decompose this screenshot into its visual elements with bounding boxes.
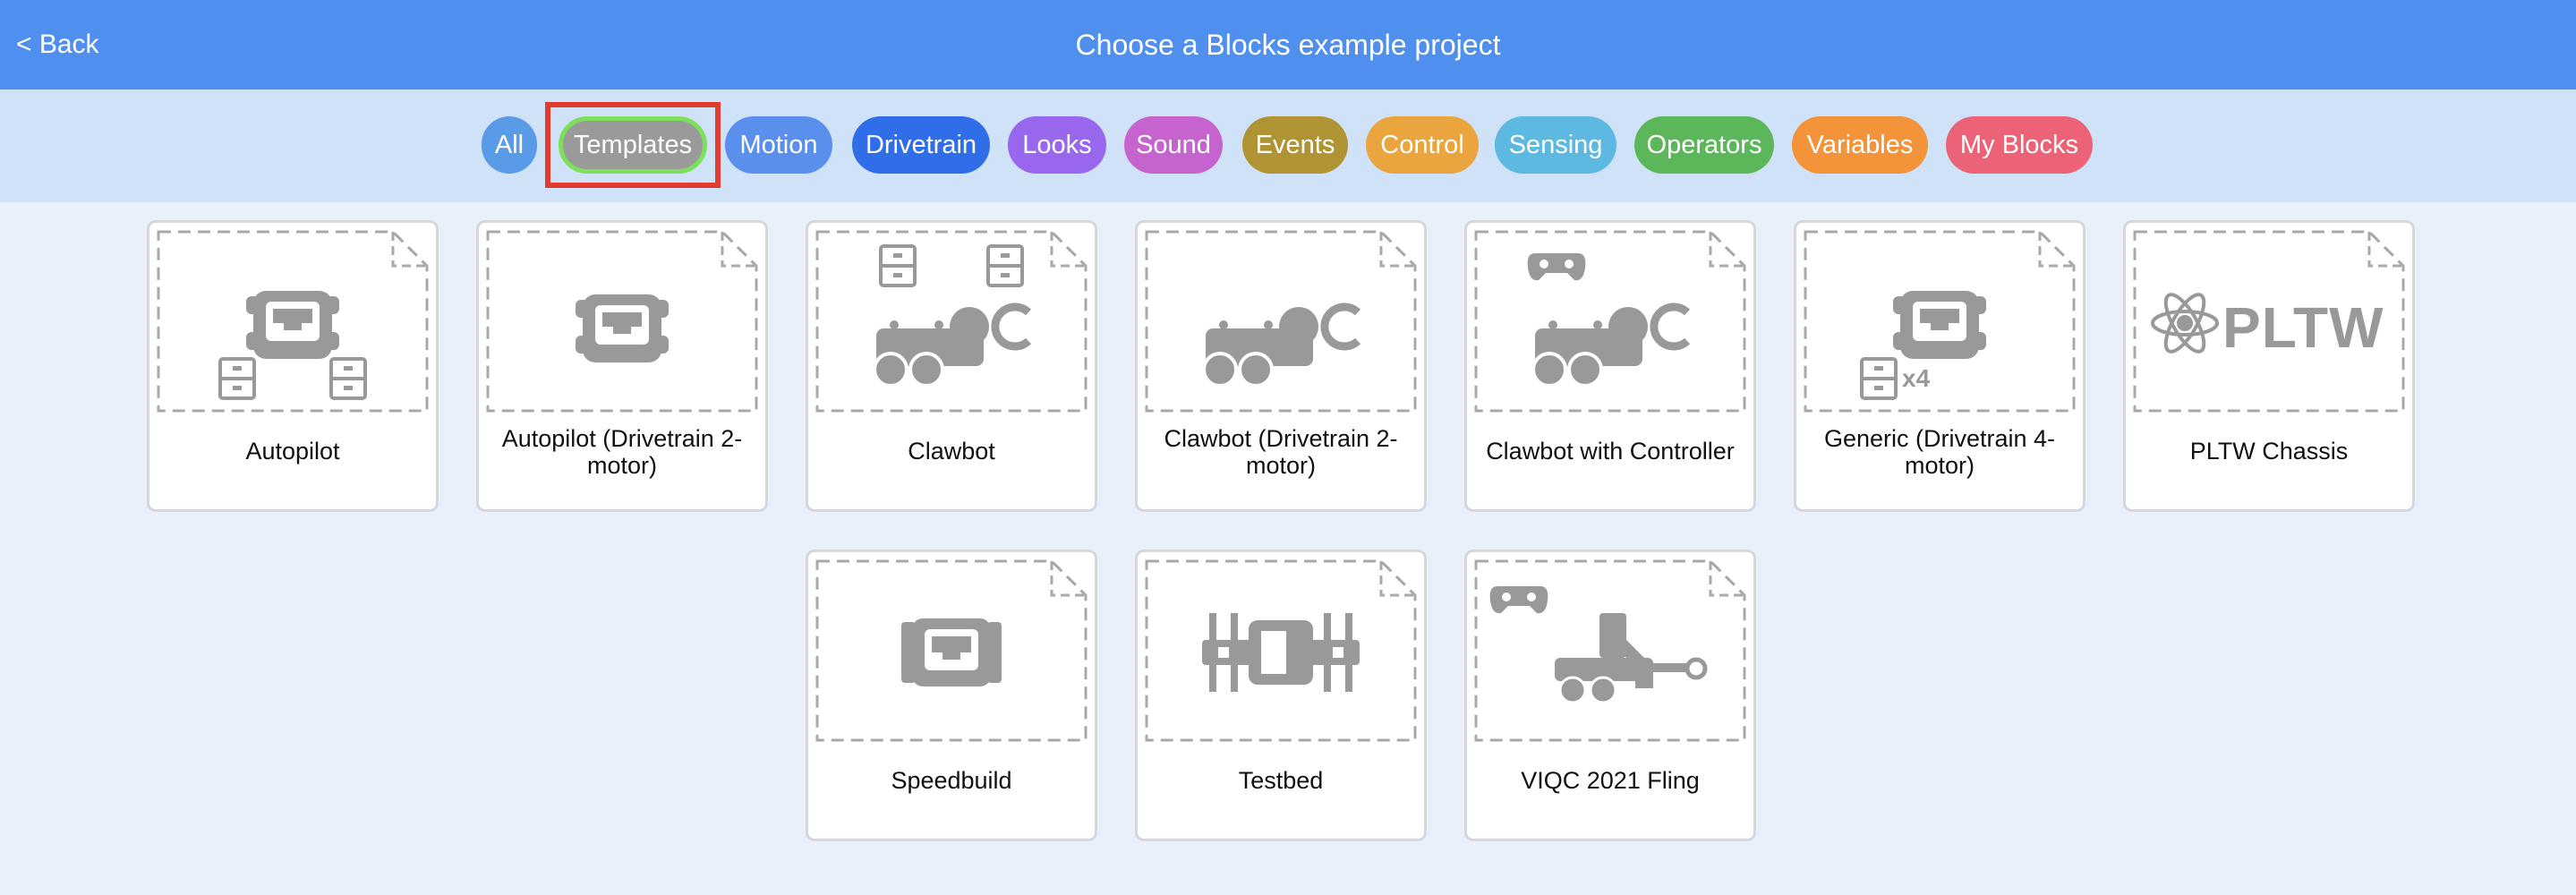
project-card-label: VIQC 2021 Fling bbox=[1521, 767, 1700, 794]
page-title: Choose a Blocks example project bbox=[1075, 29, 1501, 61]
project-thumbnail bbox=[1474, 230, 1746, 413]
pltw-logo-text: PLTW bbox=[2222, 295, 2384, 360]
project-card-label: Speedbuild bbox=[891, 767, 1012, 794]
project-thumbnail bbox=[1145, 559, 1417, 742]
project-card-label: Testbed bbox=[1238, 767, 1324, 794]
clawbot-icon bbox=[815, 244, 1088, 413]
filter-chip-templates[interactable]: Templates bbox=[559, 116, 707, 174]
filter-chip-control[interactable]: Control bbox=[1366, 116, 1479, 174]
project-thumbnail bbox=[486, 230, 758, 413]
pltw-logo-icon bbox=[2151, 293, 2219, 354]
project-thumbnail bbox=[815, 559, 1088, 742]
testbed-icon bbox=[1202, 613, 1360, 692]
header-bar: < Back Choose a Blocks example project bbox=[0, 0, 2576, 90]
project-card-viqc-2021-fling[interactable]: VIQC 2021 Fling bbox=[1464, 550, 1756, 841]
autopilot-robot-icon bbox=[218, 291, 367, 400]
project-card-autopilot[interactable]: Autopilot bbox=[147, 220, 439, 512]
filter-chip-my-blocks[interactable]: My Blocks bbox=[1946, 116, 2093, 174]
category-filter-bar: All Templates Motion Drivetrain Looks So… bbox=[0, 90, 2576, 202]
project-card-label: Clawbot (Drivetrain 2-motor) bbox=[1164, 425, 1398, 479]
motor-count-badge: x4 bbox=[1902, 364, 1931, 392]
project-thumbnail bbox=[157, 230, 429, 413]
project-thumbnail bbox=[1474, 559, 1746, 742]
project-card-clawbot-drivetrain-2-motor[interactable]: Clawbot (Drivetrain 2-motor) bbox=[1135, 220, 1427, 512]
speedbuild-icon bbox=[901, 618, 1002, 686]
filter-chip-drivetrain[interactable]: Drivetrain bbox=[852, 116, 990, 174]
project-card-label: PLTW Chassis bbox=[2189, 438, 2349, 465]
project-card-clawbot[interactable]: Clawbot bbox=[806, 220, 1097, 512]
filter-chip-sensing[interactable]: Sensing bbox=[1495, 116, 1616, 174]
project-card-label: Autopilot (Drivetrain 2-motor) bbox=[501, 425, 743, 479]
project-card-autopilot-drivetrain-2-motor[interactable]: Autopilot (Drivetrain 2-motor) bbox=[476, 220, 768, 512]
filter-chip-sound[interactable]: Sound bbox=[1124, 116, 1223, 174]
project-card-clawbot-with-controller[interactable]: Clawbot with Controller bbox=[1464, 220, 1756, 512]
project-card-label: Autopilot bbox=[245, 438, 340, 465]
clawbot-drivetrain-icon bbox=[1145, 230, 1417, 413]
project-card-testbed[interactable]: Testbed bbox=[1135, 550, 1427, 841]
back-button[interactable]: < Back bbox=[16, 30, 99, 59]
project-card-label: Generic (Drivetrain 4-motor) bbox=[1823, 425, 2056, 479]
project-thumbnail bbox=[815, 230, 1088, 413]
project-thumbnail bbox=[1145, 230, 1417, 413]
project-card-speedbuild[interactable]: Speedbuild bbox=[806, 550, 1097, 841]
filter-chip-variables[interactable]: Variables bbox=[1792, 116, 1928, 174]
drivetrain-robot-icon bbox=[576, 294, 669, 362]
clawbot-controller-icon bbox=[1527, 253, 1746, 413]
filter-chip-motion[interactable]: Motion bbox=[725, 116, 832, 174]
filter-chip-all[interactable]: All bbox=[482, 116, 537, 174]
project-card-pltw-chassis[interactable]: PLTW PLTW Chassis bbox=[2123, 220, 2415, 512]
filter-chip-events[interactable]: Events bbox=[1242, 116, 1348, 174]
viqc-fling-icon bbox=[1489, 586, 1708, 704]
filter-chip-operators[interactable]: Operators bbox=[1634, 116, 1774, 174]
filter-chip-looks[interactable]: Looks bbox=[1008, 116, 1106, 174]
project-thumbnail: x4 bbox=[1804, 230, 2076, 413]
generic-4-motor-icon bbox=[1860, 291, 1986, 400]
project-card-label: Clawbot with Controller bbox=[1486, 438, 1735, 465]
project-card-label: Clawbot bbox=[908, 438, 995, 465]
project-thumbnail: PLTW bbox=[2133, 230, 2405, 413]
project-card-generic-drivetrain-4-motor[interactable]: x4 Generic (Drivetrain 4-motor) bbox=[1794, 220, 2086, 512]
